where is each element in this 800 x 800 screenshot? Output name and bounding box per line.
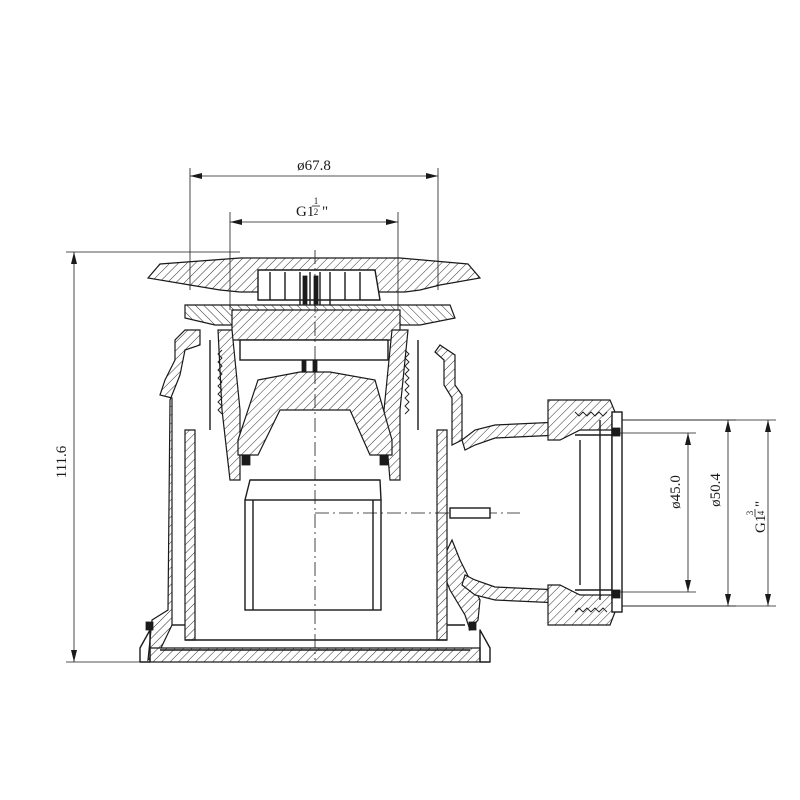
- svg-text:4: 4: [756, 510, 766, 515]
- svg-text:G1: G1: [296, 204, 314, 220]
- seal-right: [468, 621, 477, 631]
- outlet-thread-label: G1 3 4 ": [745, 501, 769, 533]
- outlet-bore-label: ø45.0: [668, 475, 684, 509]
- svg-text:1: 1: [314, 196, 319, 206]
- outlet-assembly: [315, 399, 623, 626]
- overall-height-label: 111.6: [54, 445, 70, 478]
- svg-text:2: 2: [314, 207, 319, 217]
- grate-slots: [269, 272, 361, 305]
- dimension-labels: ø67.8 G1 1 2 " 111.6 ø45.0 ø50.4 G1 3 4 …: [54, 158, 769, 533]
- nut-seal-top: [611, 427, 621, 437]
- dimension-lines: [66, 168, 776, 663]
- nut-seal-bottom: [611, 589, 621, 599]
- tube-seal-right: [379, 454, 389, 466]
- standpipe: [244, 499, 382, 611]
- svg-text:": ": [753, 501, 769, 507]
- seal-left: [145, 621, 154, 631]
- tube-seal-left: [241, 454, 251, 466]
- drain-body: [139, 329, 491, 663]
- flange-diameter-label: ø67.8: [297, 158, 331, 174]
- svg-text:3: 3: [745, 510, 755, 515]
- standpipe-assembly: [209, 250, 419, 660]
- top-thread-label: G1 1 2 ": [296, 196, 328, 220]
- svg-text:G1: G1: [753, 515, 769, 533]
- svg-text:": ": [322, 204, 328, 220]
- outlet-diameter-label: ø50.4: [708, 473, 724, 507]
